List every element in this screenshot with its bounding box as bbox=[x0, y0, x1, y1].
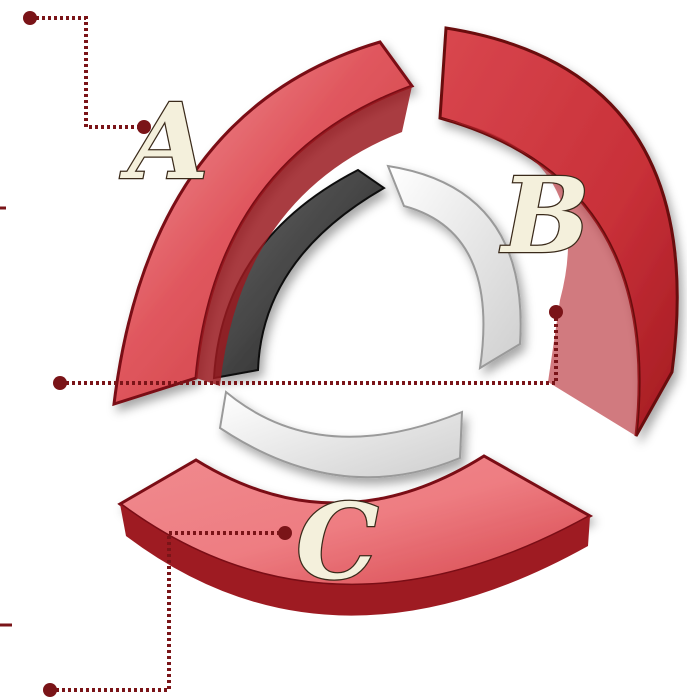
connector-c-end-dot bbox=[278, 526, 292, 540]
connector-a-start-dot bbox=[23, 11, 37, 25]
inner-segment-light-bottom bbox=[220, 392, 462, 477]
connector-b-start-dot bbox=[53, 376, 67, 390]
segment-label-a: A bbox=[119, 80, 209, 203]
inner-segment-light-right bbox=[388, 166, 521, 368]
connector-c-start-dot bbox=[43, 683, 57, 697]
connector-b-end-dot bbox=[549, 305, 563, 319]
connector-a bbox=[30, 18, 144, 127]
segment-label-c: C bbox=[296, 480, 379, 603]
segment-label-b: B bbox=[499, 154, 590, 277]
